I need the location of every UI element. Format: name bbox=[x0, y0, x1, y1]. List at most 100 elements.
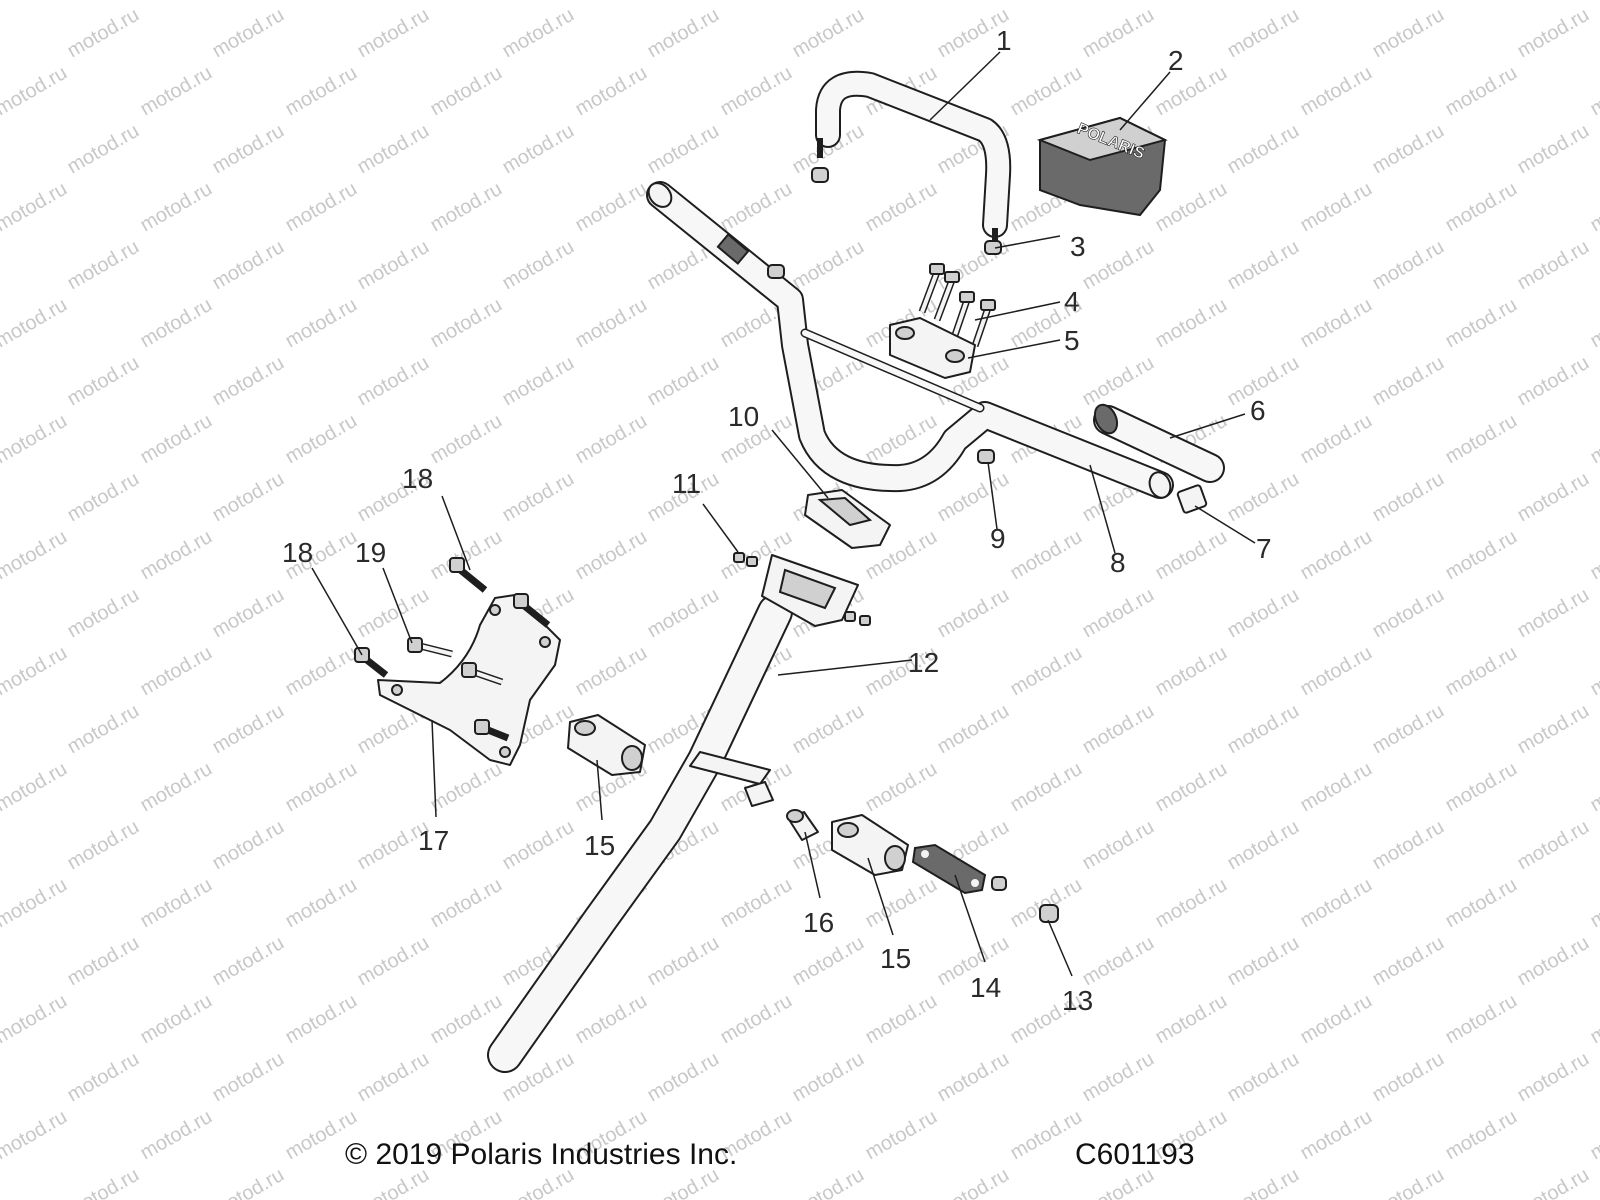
watermark-text: motod.ru bbox=[1152, 874, 1231, 933]
watermark-text: motod.ru bbox=[1224, 120, 1303, 179]
watermark-text: motod.ru bbox=[137, 758, 216, 817]
watermark-text: motod.ru bbox=[0, 874, 71, 933]
watermark-text: motod.ru bbox=[0, 758, 71, 817]
callout-4: 4 bbox=[1064, 286, 1080, 317]
watermark-text: motod.ru bbox=[1079, 352, 1158, 411]
watermark-text: motod.ru bbox=[0, 178, 71, 237]
callout-15-right: 15 bbox=[880, 943, 911, 974]
bushing-16 bbox=[786, 809, 819, 841]
watermark-text: motod.ru bbox=[282, 410, 361, 469]
clamp-bolts bbox=[918, 263, 996, 348]
watermark-text: motod.ru bbox=[1079, 4, 1158, 63]
watermark-text: motod.ru bbox=[789, 1164, 868, 1200]
watermark-text: motod.ru bbox=[0, 294, 71, 353]
watermark-text: motod.ru bbox=[1369, 120, 1448, 179]
callout-5: 5 bbox=[1064, 325, 1080, 356]
watermark-text: motod.ru bbox=[427, 874, 506, 933]
watermark-text: motod.ru bbox=[1369, 584, 1448, 643]
watermark-text: motod.ru bbox=[64, 236, 143, 295]
watermark-text: motod.ru bbox=[1297, 1106, 1376, 1165]
lower-clamp bbox=[804, 489, 891, 549]
callout-6: 6 bbox=[1250, 395, 1266, 426]
watermark-text: motod.ru bbox=[1152, 526, 1231, 585]
link-plate bbox=[911, 843, 1007, 895]
watermark-text: motod.ru bbox=[1587, 526, 1600, 585]
watermark-text: motod.ru bbox=[1152, 758, 1231, 817]
watermark-text: motod.ru bbox=[499, 4, 578, 63]
watermark-text: motod.ru bbox=[572, 990, 651, 1049]
watermark-text: motod.ru bbox=[717, 0, 796, 4]
watermark-text: motod.ru bbox=[209, 816, 288, 875]
watermark-text: motod.ru bbox=[209, 4, 288, 63]
callout-19: 19 bbox=[355, 537, 386, 568]
nut-9 bbox=[977, 449, 995, 464]
watermark-text: motod.ru bbox=[644, 4, 723, 63]
watermark-text: motod.ru bbox=[0, 1106, 71, 1165]
watermark-text: motod.ru bbox=[1297, 526, 1376, 585]
watermark-text: motod.ru bbox=[1369, 1048, 1448, 1107]
watermark-text: motod.ru bbox=[1079, 816, 1158, 875]
watermark-text: motod.ru bbox=[1007, 1106, 1086, 1165]
watermark-text: motod.ru bbox=[1587, 642, 1600, 701]
watermark-text: motod.ru bbox=[499, 236, 578, 295]
watermark-text: motod.ru bbox=[1224, 468, 1303, 527]
watermark-text: motod.ru bbox=[64, 1048, 143, 1107]
watermark-text: motod.ru bbox=[209, 120, 288, 179]
watermark-text: motod.ru bbox=[717, 178, 796, 237]
watermark-text: motod.ru bbox=[717, 62, 796, 121]
watermark-text: motod.ru bbox=[1152, 642, 1231, 701]
watermark-text: motod.ru bbox=[1587, 874, 1600, 933]
watermark-text: motod.ru bbox=[137, 294, 216, 353]
watermark-text: motod.ru bbox=[499, 816, 578, 875]
watermark-text: motod.ru bbox=[1079, 1048, 1158, 1107]
watermark-text: motod.ru bbox=[1297, 642, 1376, 701]
callout-12: 12 bbox=[908, 647, 939, 678]
watermark-text: motod.ru bbox=[64, 352, 143, 411]
watermark-text: motod.ru bbox=[354, 4, 433, 63]
watermark-text: motod.ru bbox=[1514, 352, 1593, 411]
watermark-text: motod.ru bbox=[644, 120, 723, 179]
watermark-text: motod.ru bbox=[1442, 526, 1521, 585]
watermark-text: motod.ru bbox=[1587, 62, 1600, 121]
watermark-text: motod.ru bbox=[1152, 62, 1231, 121]
callout-7: 7 bbox=[1256, 533, 1272, 564]
watermark-text: motod.ru bbox=[209, 352, 288, 411]
callout-14: 14 bbox=[970, 972, 1001, 1003]
watermark-text: motod.ru bbox=[499, 120, 578, 179]
watermark-text: motod.ru bbox=[64, 816, 143, 875]
watermark-text: motod.ru bbox=[1442, 62, 1521, 121]
callout-13: 13 bbox=[1062, 985, 1093, 1016]
watermark-text: motod.ru bbox=[1297, 410, 1376, 469]
watermark-text: motod.ru bbox=[1297, 990, 1376, 1049]
callout-9: 9 bbox=[990, 523, 1006, 554]
watermark-text: motod.ru bbox=[282, 178, 361, 237]
watermark-text: motod.ru bbox=[1514, 4, 1593, 63]
watermark-text: motod.ru bbox=[64, 120, 143, 179]
crossbar-pad: POLARIS bbox=[1036, 116, 1168, 217]
watermark-text: motod.ru bbox=[789, 4, 868, 63]
watermark-text: motod.ru bbox=[0, 526, 71, 585]
watermark-text: motod.ru bbox=[64, 932, 143, 991]
watermark-text: motod.ru bbox=[1587, 1106, 1600, 1165]
pivot-pin bbox=[744, 781, 774, 807]
watermark-text: motod.ru bbox=[1369, 4, 1448, 63]
watermark-text: motod.ru bbox=[1224, 932, 1303, 991]
watermark-text: motod.ru bbox=[572, 642, 651, 701]
watermark-text: motod.ru bbox=[572, 410, 651, 469]
watermark-text: motod.ru bbox=[282, 758, 361, 817]
small-nuts-11 bbox=[733, 552, 871, 626]
callout-17: 17 bbox=[418, 825, 449, 856]
watermark-text: motod.ru bbox=[1152, 990, 1231, 1049]
watermark-text: motod.ru bbox=[1224, 236, 1303, 295]
watermark-text: motod.ru bbox=[1369, 468, 1448, 527]
watermark-text: motod.ru bbox=[789, 932, 868, 991]
watermark-text: motod.ru bbox=[1152, 0, 1231, 4]
watermark-text: motod.ru bbox=[1369, 352, 1448, 411]
watermark-text: motod.ru bbox=[1514, 236, 1593, 295]
watermark-text: motod.ru bbox=[1224, 4, 1303, 63]
callout-8: 8 bbox=[1110, 547, 1126, 578]
watermark-text: motod.ru bbox=[1442, 1106, 1521, 1165]
watermark-text: motod.ru bbox=[1514, 584, 1593, 643]
grip bbox=[1093, 403, 1225, 483]
